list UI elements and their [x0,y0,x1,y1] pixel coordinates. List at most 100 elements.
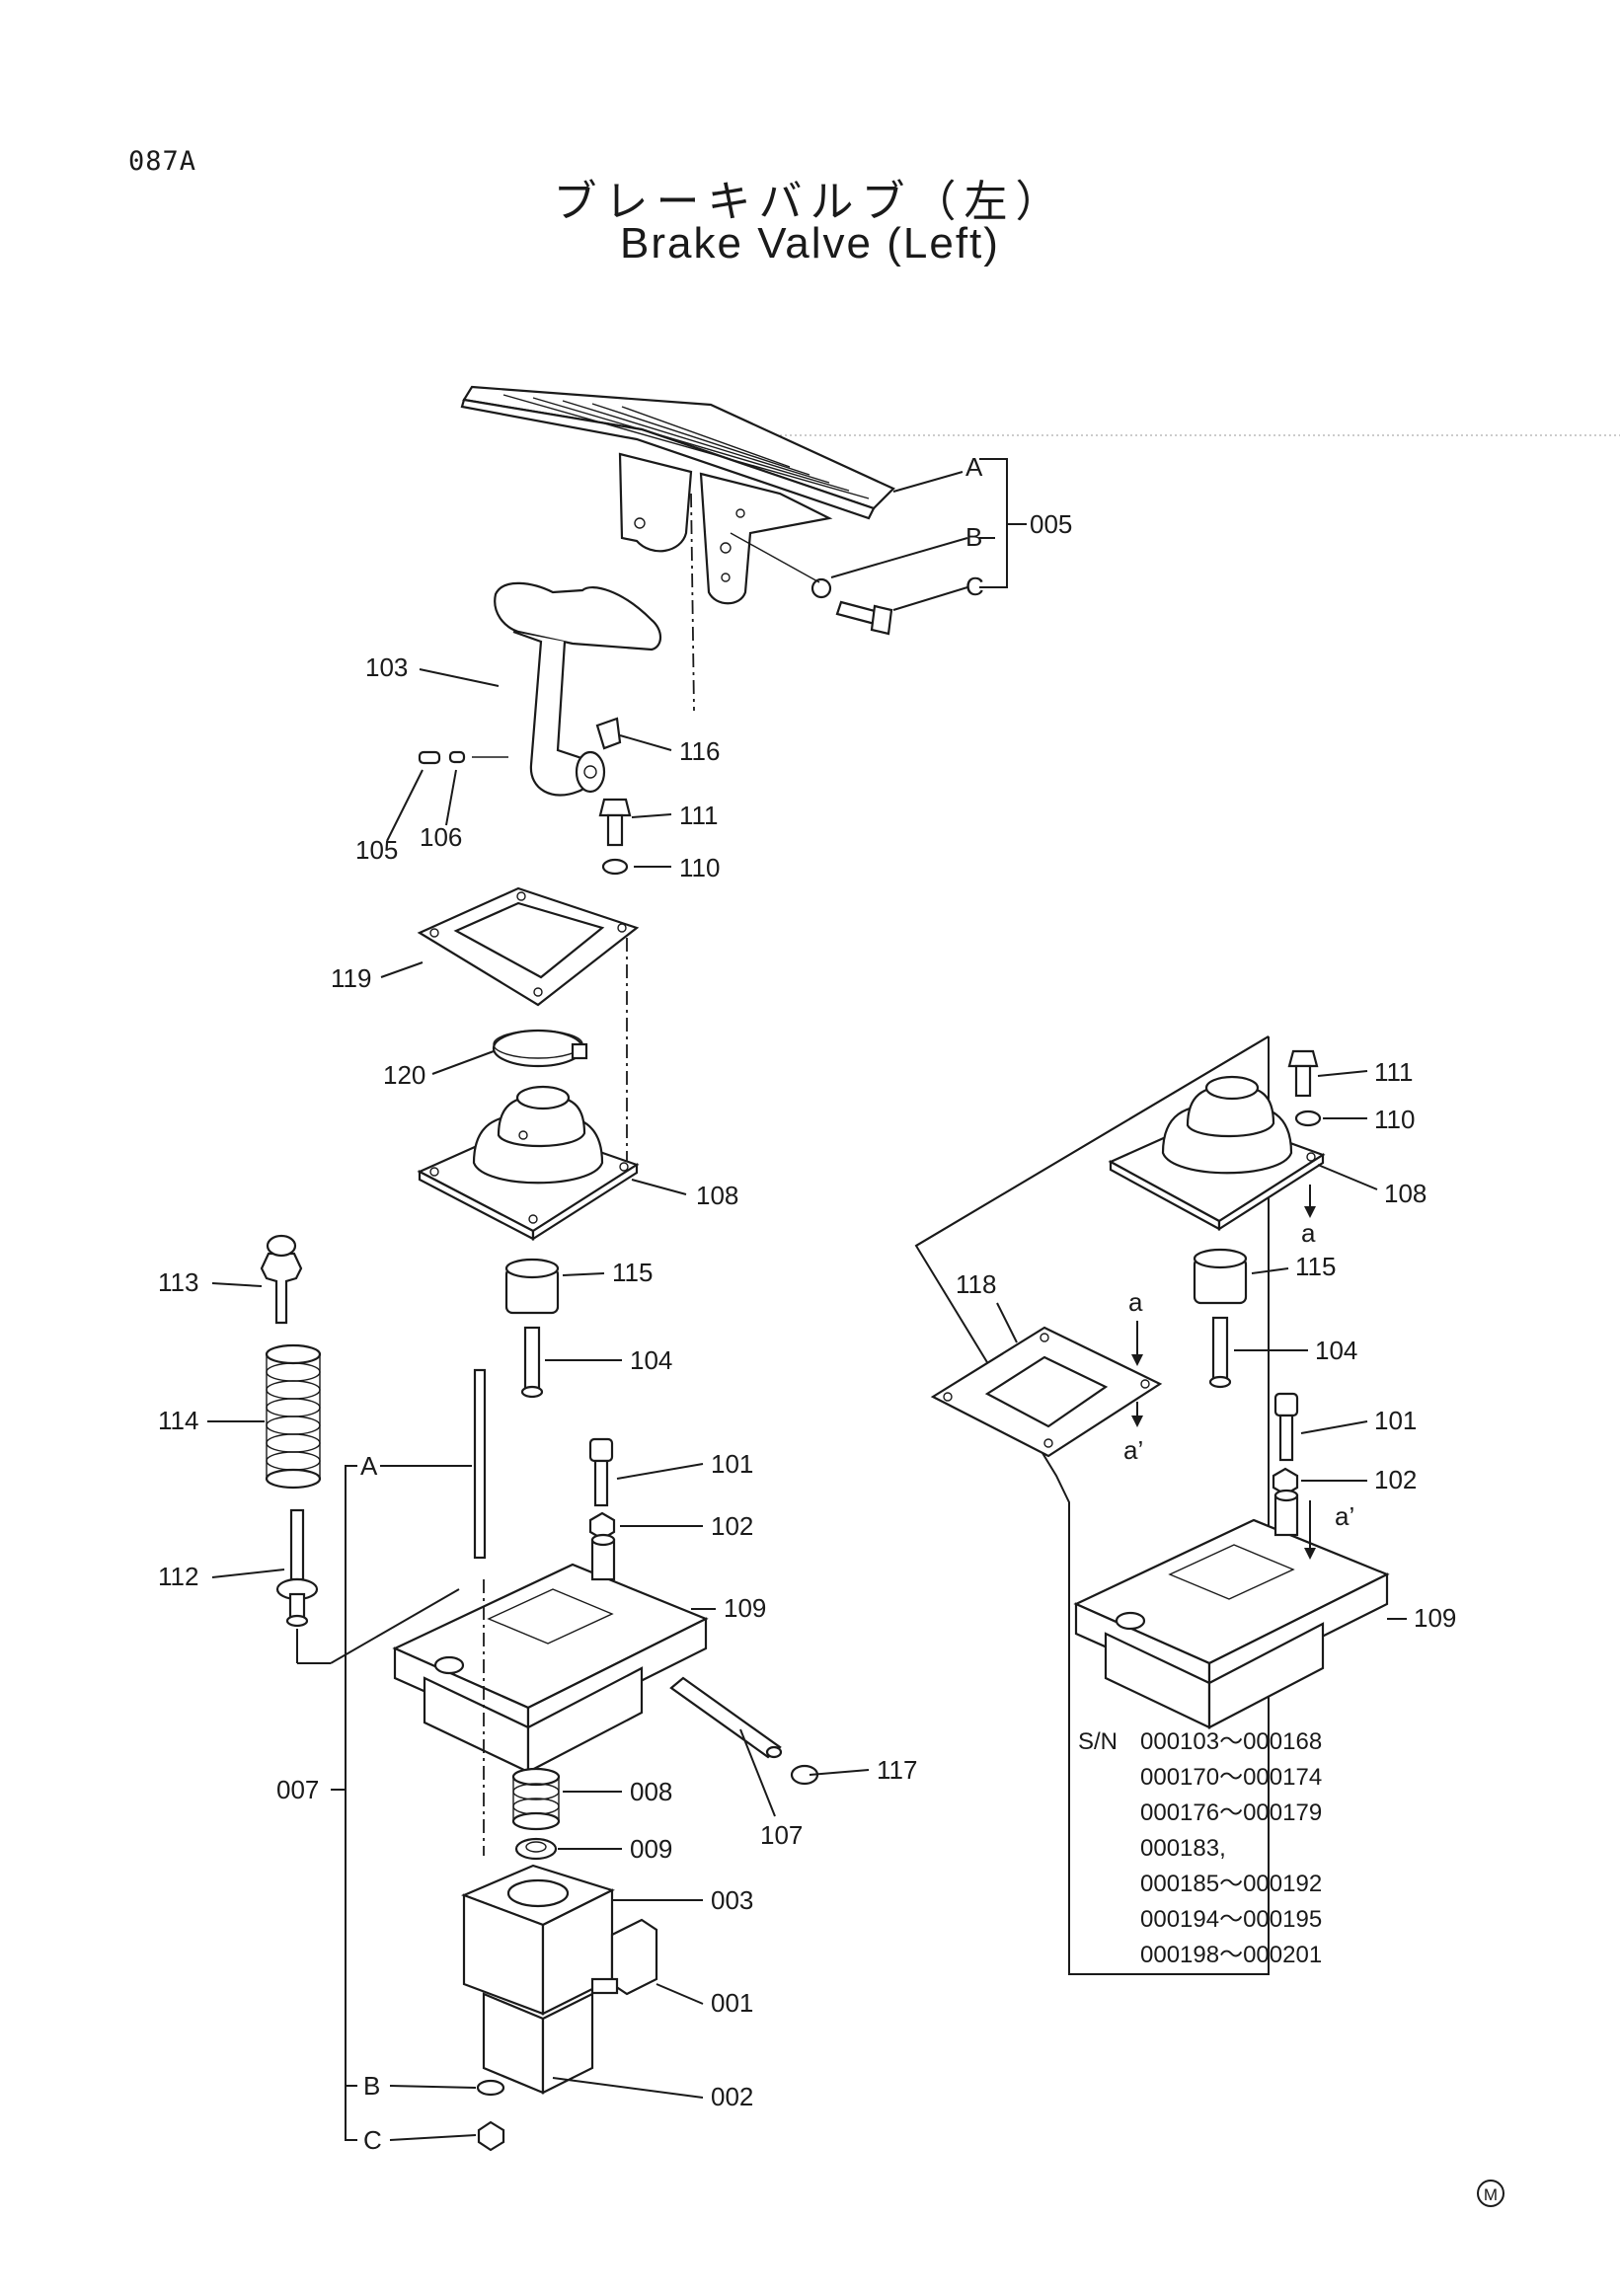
callout-C2: C [363,2125,382,2155]
callout-108: 108 [696,1181,738,1210]
callout-C: C [965,572,984,601]
callout-A2: A [360,1451,378,1481]
inset-callout-101: 101 [1374,1406,1417,1435]
callout-B: B [965,522,982,552]
callout-003: 003 [711,1885,753,1915]
valve-body-109 [392,1533,709,1774]
manufacturer-mark: M [1477,2180,1504,2207]
mark-letter: M [1484,2185,1498,2204]
callout-116: 116 [679,736,720,766]
solenoid-001 [590,1918,658,1996]
callout-110: 110 [679,853,720,882]
spool-112 [275,1508,319,1628]
callout-009: 009 [630,1834,672,1864]
bracket-005 [995,458,1027,588]
callout-117: 117 [877,1755,917,1785]
spring-008 [511,1767,561,1831]
callout-104: 104 [630,1345,672,1375]
seat-009 [514,1837,558,1861]
plunger-104 [520,1326,544,1399]
spring-pin-105 [418,750,441,765]
inset-callout-115: 115 [1295,1252,1336,1281]
brake-pedal [460,385,895,605]
title-japanese: ブレーキバルブ（左） [553,177,1067,227]
callout-B2: B [363,2071,380,2101]
nut-102 [588,1511,616,1541]
inset-plunger-104 [1208,1316,1232,1389]
bolt-101 [588,1437,614,1507]
star-washer [810,577,832,599]
callout-120: 120 [383,1060,425,1090]
inset-callout-labels: 111 110 108 a 115 118 a 104 a’ 101 102 a… [956,1057,1456,1633]
title-english: Brake Valve (Left) [620,219,1000,268]
callout-112: 112 [158,1562,198,1591]
inset-gasket-118 [930,1326,1163,1458]
gasket-119 [417,886,640,1007]
pin-107 [669,1676,783,1759]
serial-label: S/N [1078,1728,1118,1755]
serial-range: 000103～000168 [1140,1728,1322,1755]
inset-callout-102: 102 [1374,1465,1417,1494]
callout-005: 005 [1030,509,1072,539]
inset-callout-109: 109 [1414,1603,1456,1633]
callout-114: 114 [158,1406,198,1435]
serial-range: 000185～000192 [1140,1871,1322,1897]
inset-callout-a4: a’ [1335,1501,1354,1531]
serial-range: 000170～000174 [1140,1764,1322,1791]
inset-leaders [996,1070,1407,1620]
nut-C [477,2120,505,2152]
callout-107: 107 [760,1820,803,1850]
washer-B [476,2079,505,2097]
callout-109: 109 [724,1593,766,1623]
callout-103: 103 [365,652,408,682]
serial-range: 000183, [1140,1835,1226,1862]
serial-range: 000176～000179 [1140,1799,1322,1826]
clamp-band-120 [492,1029,588,1068]
callout-002: 002 [711,2082,753,2111]
pin-106 [448,750,466,764]
callout-008: 008 [630,1777,672,1806]
spring-guide-113 [260,1234,303,1325]
inset-boot-108 [1108,1075,1326,1232]
serial-range: 000194～000195 [1140,1906,1322,1933]
grease-nipple-116 [595,717,622,750]
callout-101: 101 [711,1449,753,1479]
callout-113: 113 [158,1267,198,1297]
inset-nut-102 [1272,1467,1299,1496]
callout-111: 111 [679,801,719,830]
serial-range: 000198～000201 [1140,1942,1322,1968]
callout-102: 102 [711,1511,753,1541]
inset-arrows [1131,1185,1316,1560]
callout-001: 001 [711,1988,753,2018]
pin-leader [730,532,820,583]
callout-115: 115 [612,1258,653,1287]
callout-119: 119 [331,963,371,993]
pedal-axis-line [690,493,695,712]
callout-A: A [965,452,983,482]
leader-lines [207,458,995,2141]
callout-007: 007 [276,1775,319,1804]
lever-arm [494,581,662,797]
washer-110 [601,858,629,876]
bracket-007 [331,1465,357,2141]
callout-106: 106 [420,822,462,852]
inset-callout-a2: a [1128,1287,1143,1317]
inset-callout-104: 104 [1315,1336,1357,1365]
inset-washer-110 [1294,1110,1322,1127]
push-rod [473,1368,487,1560]
inset-callout-118: 118 [956,1269,996,1299]
dust-boot-108 [417,1085,640,1242]
inset-bolt-111 [1287,1049,1319,1098]
inset-callout-a3: a’ [1123,1435,1143,1465]
inset-callout-108: 108 [1384,1179,1427,1208]
pedal-bolt [835,600,893,636]
spring-114 [265,1343,322,1490]
serial-number-list: S/N 000103～000168 000170～000174 000176～0… [1078,1728,1322,1968]
plunger-cap-115 [504,1258,560,1315]
inset-callout-111: 111 [1374,1057,1414,1087]
callout-labels: A 005 B C 103 116 105 106 111 110 119 12… [158,452,1072,2155]
inset-callout-a1: a [1301,1218,1316,1248]
page-code: 087A [128,146,197,177]
